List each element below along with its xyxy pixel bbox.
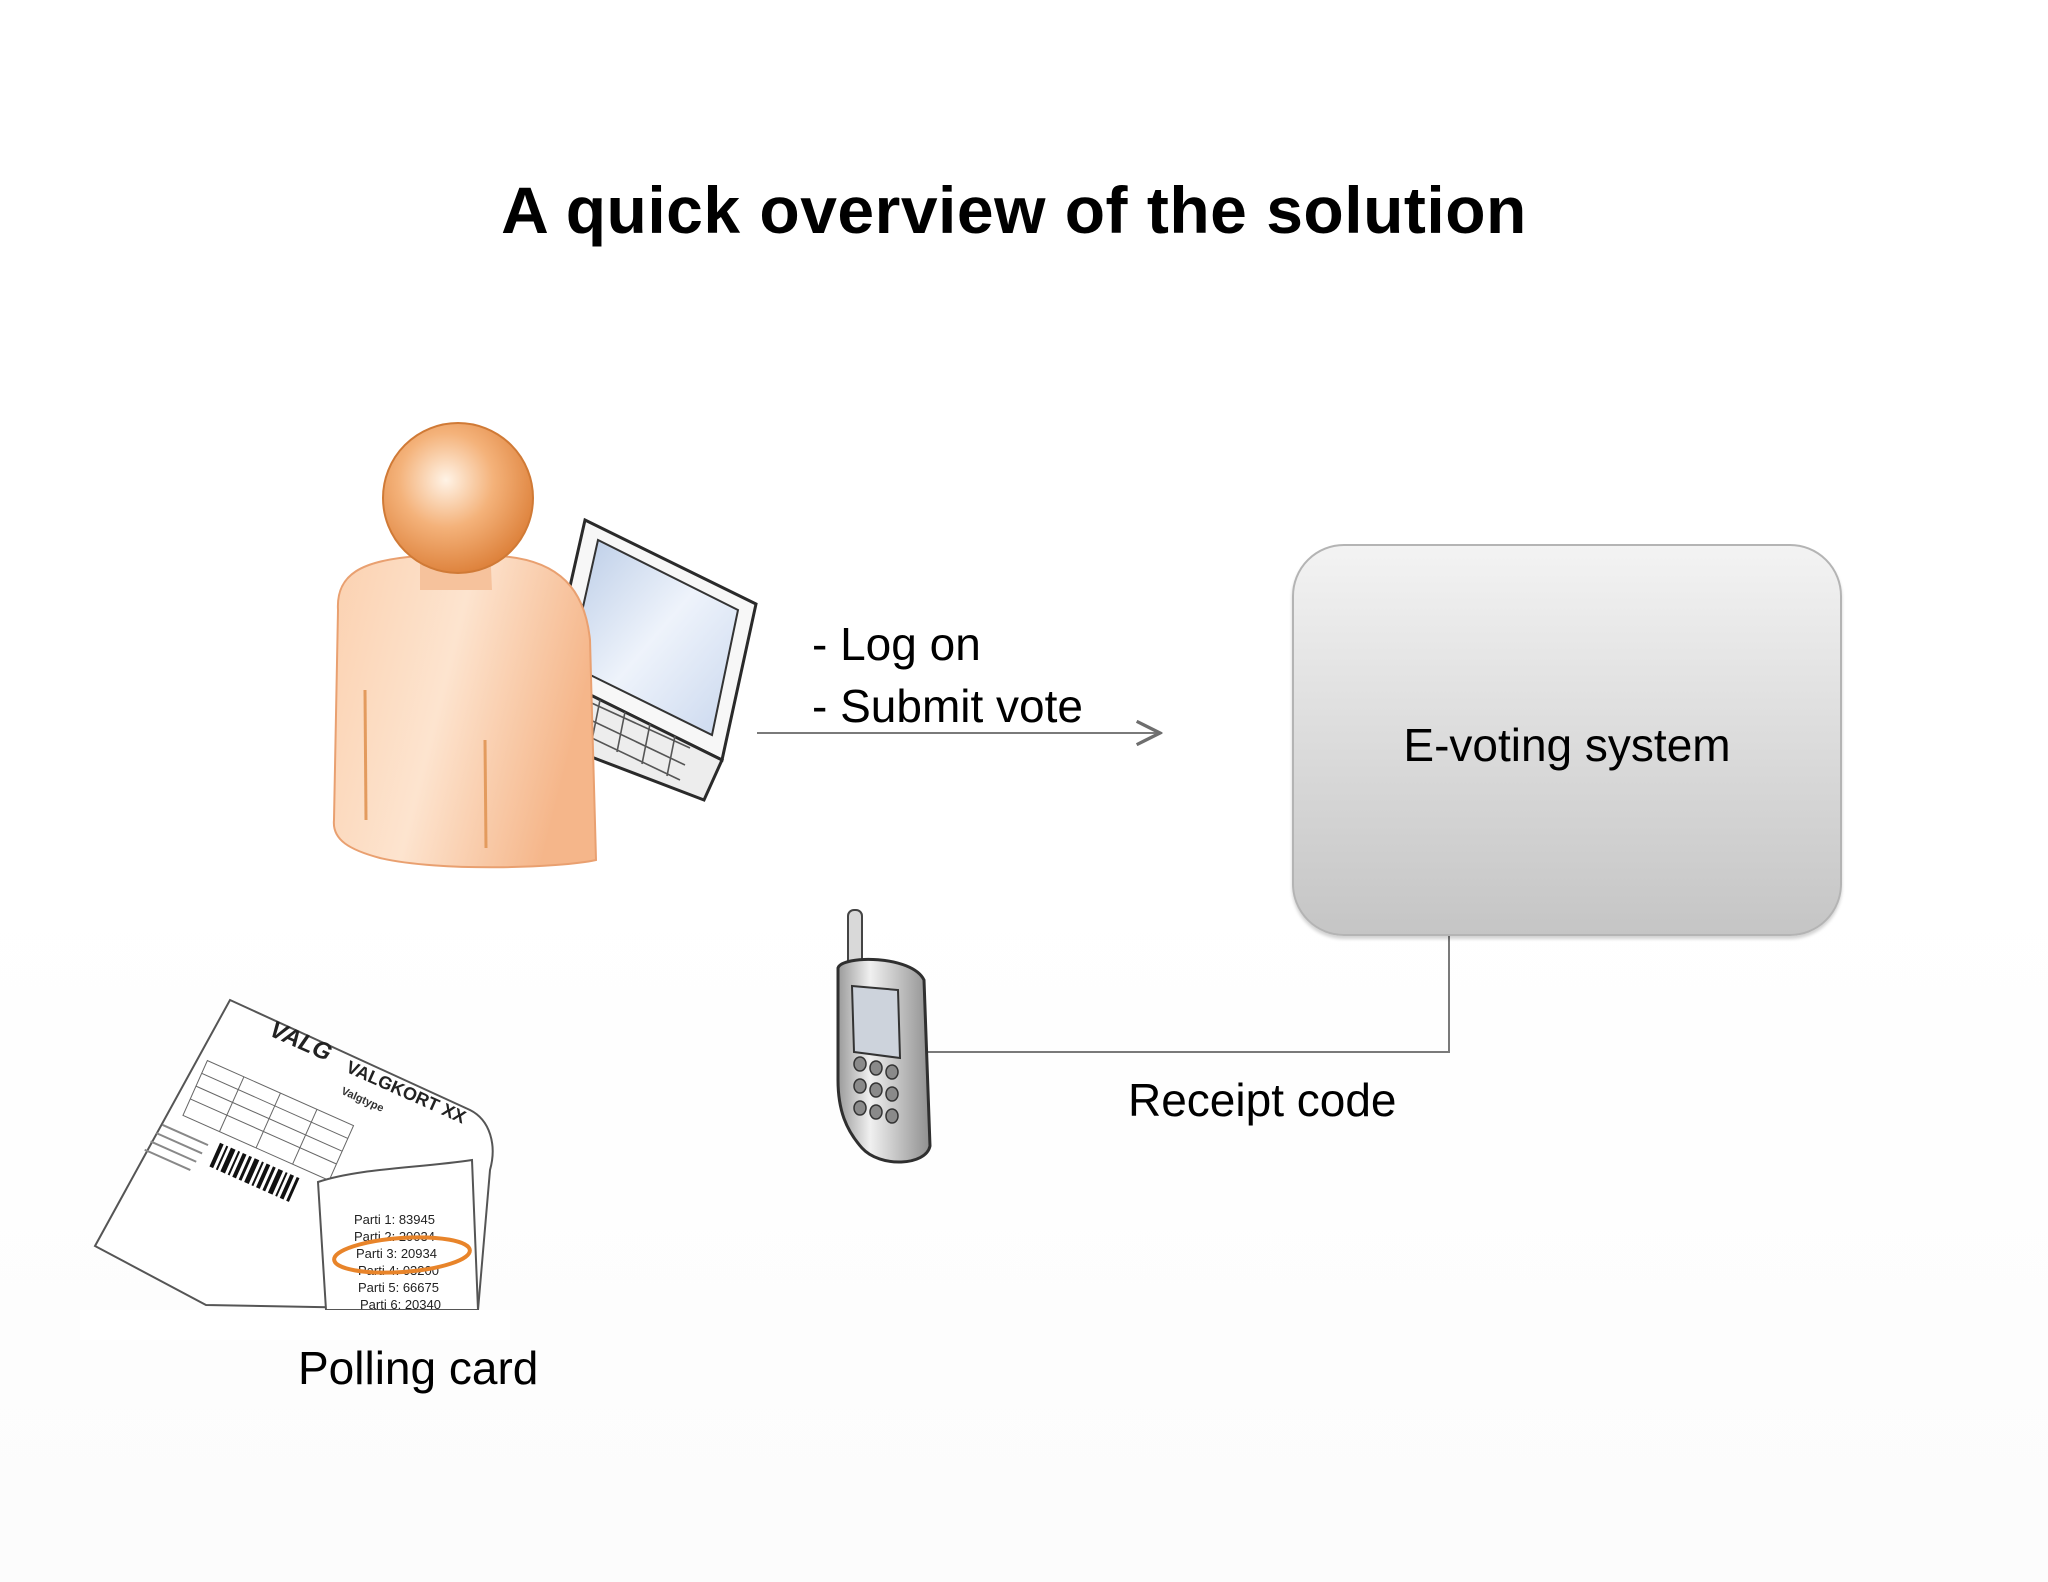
person-icon [332,422,758,869]
polling-card-label: Polling card [298,1342,539,1394]
action-submit-vote: - Submit vote [812,680,1083,732]
user-actions-list: - Log on - Submit vote [812,614,1083,738]
receipt-connector [892,936,1450,1052]
e-voting-system-label: E-voting system [1403,719,1731,771]
action-log-on: - Log on [812,618,981,670]
svg-text:Parti 5: 66675: Parti 5: 66675 [358,1280,439,1295]
svg-text:Parti 1: 83945: Parti 1: 83945 [354,1212,435,1227]
svg-text:Parti 3: 20934: Parti 3: 20934 [356,1246,437,1261]
svg-text:Parti 6: 20340: Parti 6: 20340 [360,1297,441,1312]
slide-title: A quick overview of the solution [501,173,1527,247]
highlight-circle [332,1235,472,1275]
polling-card-icon: VALG VALGKORT XX Valgtype [80,998,510,1340]
e-voting-system-box: E-voting system [1292,544,1842,936]
receipt-code-label: Receipt code [1128,1074,1397,1126]
mobile-phone-icon [836,909,932,1164]
